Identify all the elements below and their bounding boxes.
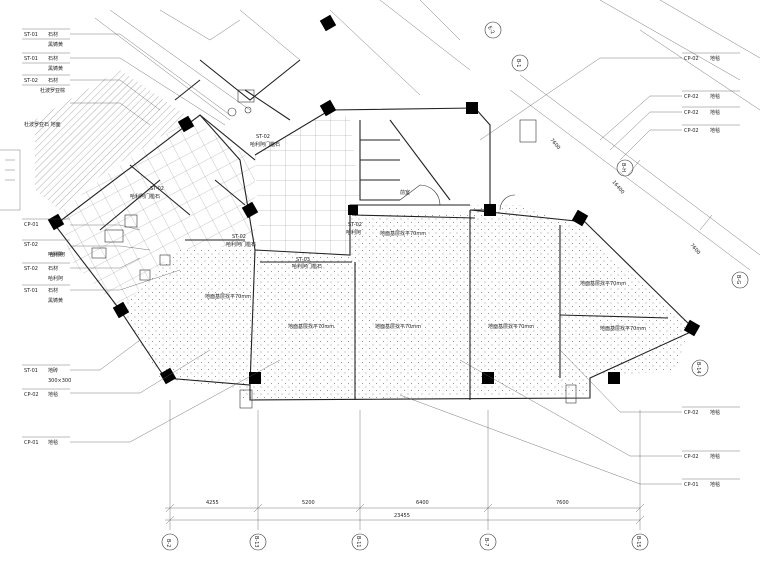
room-labels: 地面基层找平70mm 地面基层找平70mm 地面基层找平70mm 地面基层找平7… [205,230,646,332]
axis-label: B-15 [635,536,641,548]
left-tag-code: CP-02 [24,392,39,398]
axis-label: B-11 [355,536,361,548]
right-tag-code: CP-01 [684,482,699,488]
annotation: 哈利阿门槛石 [130,193,160,200]
diagonal-dimension-value: 16400 [610,179,625,195]
room-label: 地面基层找平70mm [380,230,426,237]
axis-label: B-14 [695,362,701,374]
annotation: ST-03 [296,257,310,263]
left-tag-desc: 杜波罗亚棕 [40,87,65,94]
right-tag-code: CP-02 [684,94,699,100]
left-tag-code: ST-01 [24,56,38,62]
walls [54,59,696,401]
left-tag-code: CP-01 [24,440,39,446]
left-tag-list: ST-01 石材 黑铸黄 ST-01 石材 黑铸黄 ST-02 石材 杜波罗亚棕… [24,31,71,446]
diagonal-dimension-value: 7600 [688,242,701,256]
annotation: ST-02 [150,186,164,192]
left-tag-desc: 黑铸黄 [48,41,63,48]
annotation: 哈利阿 [50,251,65,258]
right-tag-code: CP-02 [684,454,699,460]
left-tag-code: ST-01 [24,288,38,294]
left-tag-name: 地毯 [48,439,58,446]
diagonal-dimension-value: 7600 [548,137,561,151]
annotation: ST-02 [348,222,362,228]
dimension-value: 4255 [206,500,219,506]
left-tag-code: ST-02 [24,242,38,248]
dimension-total: 23455 [394,513,410,519]
annotation: ST-02 [232,234,246,240]
dimension-value: 6400 [416,500,429,506]
room-label: 地面基层找平70mm [580,280,626,287]
tag-frames [22,28,740,480]
room-label: 地面基层找平70mm [375,323,421,330]
right-tag-code: CP-02 [684,110,699,116]
dimension-value: 7600 [556,500,569,506]
right-tag-code: CP-02 [684,410,699,416]
left-tag-code: CP-01 [24,222,39,228]
plan-annotations: ST-02 哈利阿门槛石 ST-02 哈利阿门槛石 ST-02 哈利阿门槛石 S… [24,121,410,270]
right-tag-name: 地毯 [710,93,720,100]
left-tag-desc: 黑铸黄 [48,65,63,72]
room-label: 地面基层找平70mm [288,323,334,330]
left-tag-name: 石材 [48,287,58,294]
context-lines [0,0,760,211]
tile-area-washroom [60,118,255,310]
left-tag-name: 石材 [48,31,58,38]
diagonal-dimension [509,74,760,271]
right-tag-list: CP-02 地毯 CP-02 地毯 CP-02 地毯 CP-02 地毯 CP-0… [684,55,720,488]
left-tag-name: 石材 [48,77,58,84]
fixtures [91,89,577,409]
left-tag-code: ST-02 [24,266,38,272]
annotation: 前室 [400,189,410,196]
annotation: 哈利阿 [346,229,361,236]
dimension-chain [165,400,645,530]
right-tag-name: 地毯 [710,409,720,416]
annotation: 哈利阿门槛石 [292,263,322,270]
stone-strip [35,70,190,210]
annotation: 哈利阿门槛石 [250,141,280,148]
tile-area-hall [255,110,360,255]
axis-label: E-2 [486,25,495,35]
left-tag-code: ST-02 [24,78,38,84]
right-tag-code: CP-02 [684,56,699,62]
right-tag-name: 地毯 [710,453,720,460]
room-label: 地面基层找平70mm [600,325,646,332]
axis-label: B-H [620,163,626,172]
left-tag-name: 地毯 [48,391,58,398]
left-tag-name: 石材 [48,55,58,62]
axis-label: B-2 [165,539,171,547]
axis-label-group: B-2 B-13 B-11 B-7 B-15 B-1 B-H B-G B-14 … [165,25,741,547]
right-tag-name: 地毯 [710,481,720,488]
room-label: 地面基层找平70mm [488,323,534,330]
right-tag-name: 地毯 [710,109,720,116]
left-tag-name: 石材 [48,265,58,272]
left-tag-code: ST-01 [24,368,38,374]
right-tag-name: 地毯 [710,55,720,62]
axis-label: B-1 [515,59,521,67]
right-tag-name: 地毯 [710,127,720,134]
axis-label: B-G [735,275,741,284]
room-label: 地面基层找平70mm [205,293,251,300]
annotation: ST-02 [256,134,270,140]
left-tag-desc: 黑铸黄 [48,297,63,304]
annotation: 哈利阿门槛石 [226,241,256,248]
axis-bubbles [161,21,749,551]
left-tag-code: ST-01 [24,32,38,38]
left-tag-name: 地砖 [48,367,58,374]
left-tag-desc: 哈利阿 [48,251,63,258]
carpet-area-main [120,205,690,400]
axis-label: B-13 [253,536,259,548]
annotation: 杜波罗亚石 地面 [24,121,61,128]
axis-label: B-7 [483,538,489,546]
left-tag-desc: 哈利阿 [48,275,63,282]
right-tag-code: CP-02 [684,128,699,134]
floor-regions [35,70,690,400]
left-tag-desc: 300×300 [48,378,71,384]
dimension-value: 5200 [302,500,315,506]
leader-lines [70,33,682,485]
